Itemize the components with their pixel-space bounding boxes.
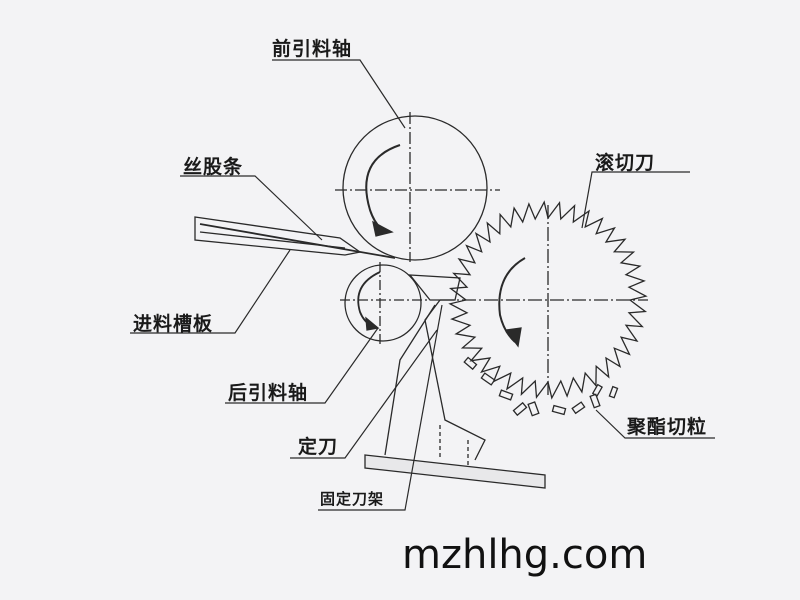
fixed-knife-holder: [364, 274, 546, 489]
polyester-pellets: [463, 356, 619, 417]
strand: [199, 223, 396, 259]
label-feed-trough: 进料槽板: [133, 313, 214, 335]
leader-lines: [130, 59, 715, 511]
rear-feed-roller: [340, 262, 430, 345]
label-front-feed-roller: 前引料轴: [272, 38, 353, 60]
label-polyester-pellets: 聚酯切粒: [627, 416, 708, 438]
label-fixed-knife: 定刀: [298, 436, 339, 458]
rotation-arrow-icon: [372, 220, 394, 237]
label-rear-feed-roller: 后引料轴: [228, 382, 309, 404]
front-feed-roller: [335, 112, 500, 262]
watermark: mzhlhg.com: [402, 532, 648, 578]
rotation-arrow-icon: [365, 316, 380, 331]
label-fixed-knife-holder: 固定刀架: [320, 490, 385, 508]
label-strand: 丝股条: [183, 156, 244, 178]
label-hob-cutter: 滚切刀: [595, 152, 656, 174]
feed-trough: [194, 216, 396, 259]
hob-cutter: [440, 200, 648, 400]
rotation-arrow-icon: [504, 327, 522, 348]
